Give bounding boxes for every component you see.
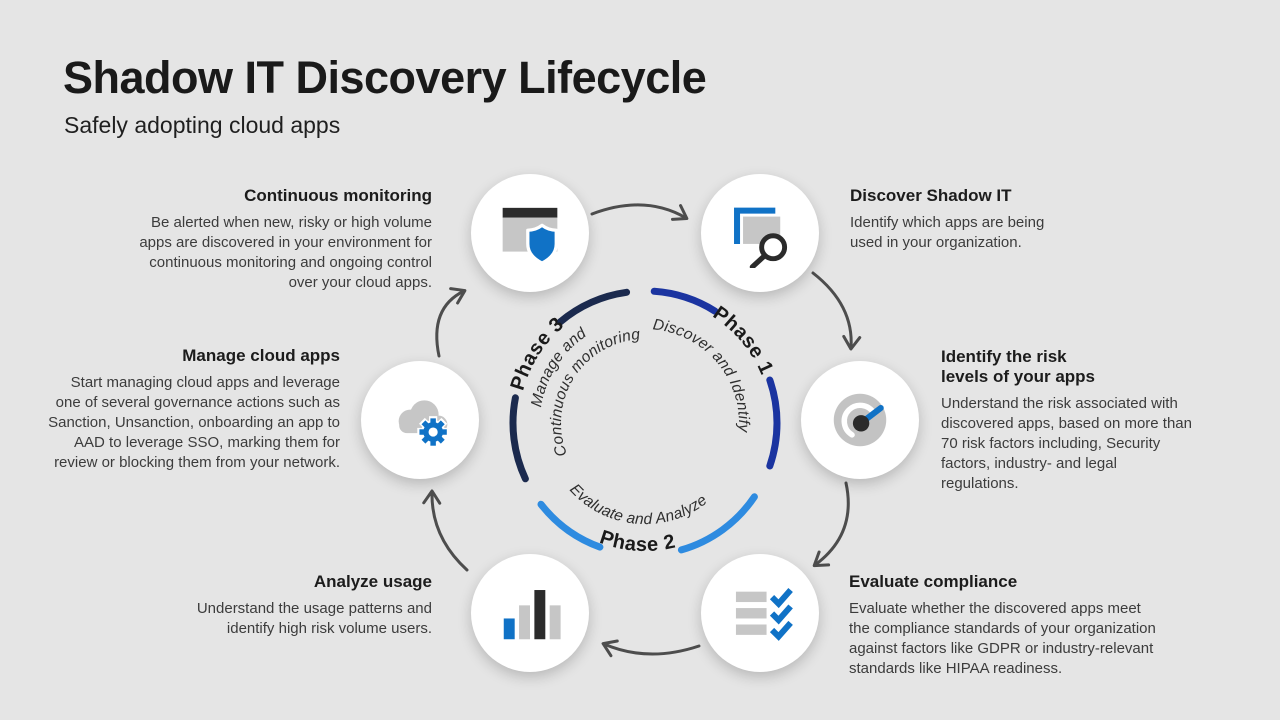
- step-description: Identify which apps are being used in yo…: [850, 214, 1045, 251]
- step-title: Continuous monitoring: [244, 186, 432, 205]
- phase2-label: Evaluate and Analyze: [566, 481, 710, 528]
- browser-shield-icon: [502, 207, 558, 265]
- node-discover-shadow-it: [701, 174, 819, 292]
- node-continuous-monitoring: [471, 174, 589, 292]
- node-identify-risk: [801, 361, 919, 479]
- step-evaluate-compliance: Evaluate compliance Evaluate whether the…: [849, 572, 1159, 679]
- node-manage-cloud-apps: [361, 361, 479, 479]
- phase3-arc-top: [556, 288, 631, 326]
- phase2-arc-left: [537, 500, 604, 551]
- step-description: Evaluate whether the discovered apps mee…: [849, 600, 1156, 677]
- phase1-arc-top: [650, 287, 719, 315]
- flow-arrow-bottom: [601, 639, 701, 658]
- step-manage-cloud-apps: Manage cloud apps Start managing cloud a…: [45, 346, 340, 473]
- step-description: Be alerted when new, risky or high volum…: [139, 214, 432, 291]
- risk-gauge-icon: [833, 393, 887, 447]
- flow-arrow-top-right: [811, 271, 862, 351]
- step-description: Understand the usage patterns and identi…: [196, 600, 432, 637]
- flow-arrow-top-left: [435, 287, 467, 358]
- node-analyze-usage: [471, 554, 589, 672]
- flow-arrow-bottom-left: [422, 489, 469, 572]
- checklist-icon: [735, 588, 793, 641]
- step-title: Analyze usage: [313, 572, 432, 591]
- step-title: Identify the risk levels of your apps: [941, 347, 1095, 387]
- node-evaluate-compliance: [701, 554, 819, 672]
- cloud-gear-icon: [398, 400, 449, 448]
- search-files-icon: [734, 207, 788, 268]
- phase2-name: Phase 2: [597, 526, 677, 556]
- phase3-arc-left: [509, 394, 529, 483]
- phase1-arc-right: [766, 376, 781, 470]
- flow-arrow-top: [590, 203, 689, 221]
- step-identify-risk: Identify the risk levels of your apps Un…: [941, 347, 1196, 494]
- step-analyze-usage: Analyze usage Understand the usage patte…: [177, 572, 432, 639]
- step-title: Evaluate compliance: [849, 572, 1018, 591]
- step-continuous-monitoring: Continuous monitoring Be alerted when ne…: [132, 186, 432, 293]
- step-description: Start managing cloud apps and leverage o…: [48, 374, 340, 471]
- step-title: Manage cloud apps: [182, 346, 340, 365]
- step-description: Understand the risk associated with disc…: [941, 395, 1192, 492]
- phase2-arc-right: [677, 493, 758, 554]
- step-discover-shadow-it: Discover Shadow IT Identify which apps a…: [850, 186, 1080, 253]
- page-title: Shadow IT Discovery Lifecycle: [63, 52, 707, 103]
- bar-chart-icon: [503, 590, 561, 640]
- step-title: Discover Shadow IT: [850, 186, 1012, 205]
- flow-arrow-bottom-right: [812, 481, 850, 568]
- page-subtitle: Safely adopting cloud apps: [64, 112, 341, 138]
